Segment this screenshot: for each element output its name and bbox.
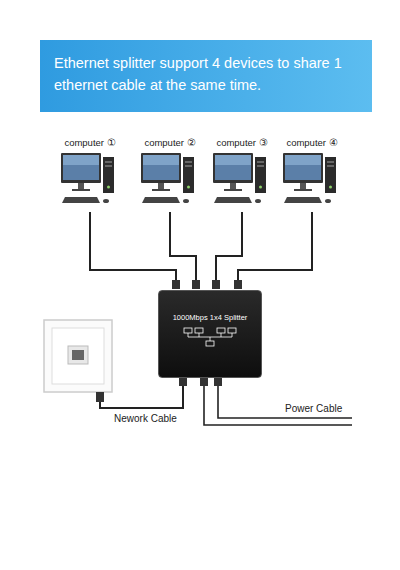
banner: Ethernet splitter support 4 devices to s… [40, 40, 372, 112]
computer-label: computer ③ [211, 136, 273, 149]
plug [96, 392, 104, 402]
rj45-plug [192, 280, 200, 289]
icon-holder [159, 327, 261, 347]
computer-node: computer ③ [211, 136, 273, 211]
icon-holder [211, 149, 273, 211]
ethernet-cable [234, 212, 312, 289]
cable-line [170, 212, 196, 288]
splitter-box: 1000Mbps 1x4 Splitter [158, 290, 262, 378]
plug [179, 378, 187, 386]
computer-node: computer ④ [281, 136, 343, 211]
power-cable [204, 384, 352, 425]
jack-hole [72, 350, 84, 360]
computer-label: computer ④ [281, 136, 343, 149]
computer-node: computer ② [139, 136, 201, 211]
icon-holder [59, 149, 121, 211]
network-cable [100, 384, 183, 408]
ethernet-cable [170, 212, 200, 289]
computer-icon [139, 149, 195, 211]
icon-holder [281, 149, 343, 211]
wall-jack [68, 346, 88, 364]
banner-title: Ethernet splitter support 4 devices to s… [54, 52, 362, 96]
cable-line [238, 212, 312, 288]
wall-plate [44, 320, 112, 392]
wall-plate-inner [52, 328, 104, 384]
power-cable [218, 384, 352, 418]
plug [214, 378, 222, 386]
computer-label: computer ① [59, 136, 121, 149]
plug [200, 378, 208, 386]
computer-icon [59, 149, 115, 211]
rj45-plug [212, 280, 220, 289]
rj45-plug [234, 280, 242, 289]
computer-icon [211, 149, 267, 211]
rj45-plug [172, 280, 180, 289]
device-label: 1000Mbps 1x4 Splitter [159, 291, 261, 323]
cable-label: Power Cable [283, 403, 344, 414]
icon-holder [139, 149, 201, 211]
computer-label: computer ② [139, 136, 201, 149]
ethernet-cable [90, 212, 180, 289]
computer-icon [281, 149, 337, 211]
cable-label: Nework Cable [112, 413, 179, 424]
computer-node: computer ① [59, 136, 121, 211]
splitter-diagram [180, 327, 240, 347]
cable-line [90, 212, 176, 288]
